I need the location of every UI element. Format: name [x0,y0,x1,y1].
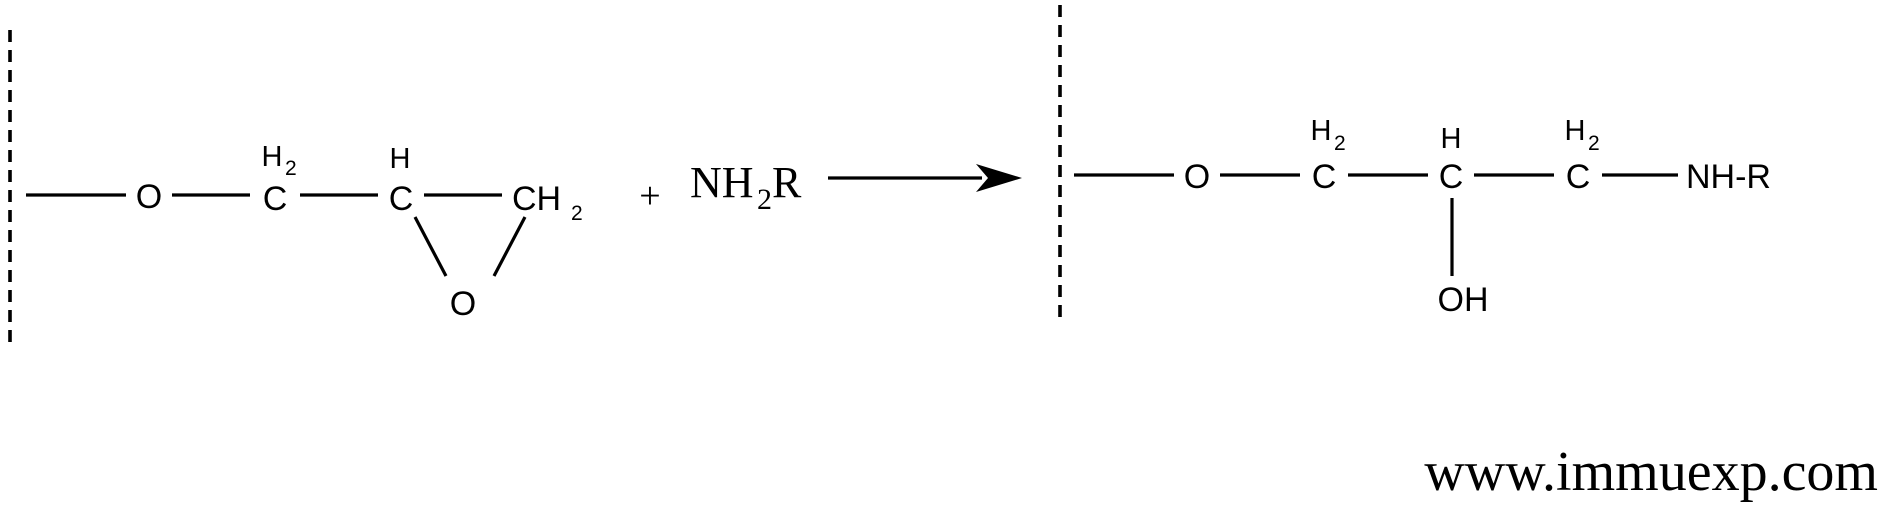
reactant-ring-ch2: CH [512,180,561,218]
plus-sign: + [639,175,660,217]
reactant-ch2-hydrogen-subscript: 2 [285,157,297,180]
reagent-nh: NH [690,158,754,207]
product-c3-carbon: C [1566,158,1591,196]
reactant-ether-oxygen: O [136,178,162,216]
reactant-ch-carbon: C [389,180,414,218]
bond-ringch2-epoxide-o [492,216,527,277]
product-ether-oxygen: O [1184,158,1210,196]
watermark-url: www.immuexp.com [1424,441,1878,503]
product-c1-hydrogen-subscript: 2 [1334,132,1346,155]
reaction-arrow-head [976,164,1022,192]
product-c1-hydrogen: H [1311,115,1332,147]
reactant-ch2-hydrogen: H [262,141,283,173]
reagent-subscript: 2 [757,183,772,216]
product-c2-carbon: C [1439,158,1464,196]
reagent-r: R [772,158,802,207]
product-c3-hydrogen: H [1565,115,1586,147]
bond-ch-epoxide-o [413,216,448,277]
reactant-epoxide-oxygen: O [450,285,476,323]
reactant-ch-hydrogen: H [390,143,411,175]
product-c2-hydrogen: H [1441,123,1462,155]
product-hydroxyl: OH [1438,281,1489,319]
product-c1-carbon: C [1312,158,1337,196]
reactant-ring-ch2-subscript: 2 [571,202,583,225]
product-c3-hydrogen-subscript: 2 [1588,132,1600,155]
product-amine: NH-R [1686,158,1771,196]
reactant-ch2-carbon: C [263,180,288,218]
